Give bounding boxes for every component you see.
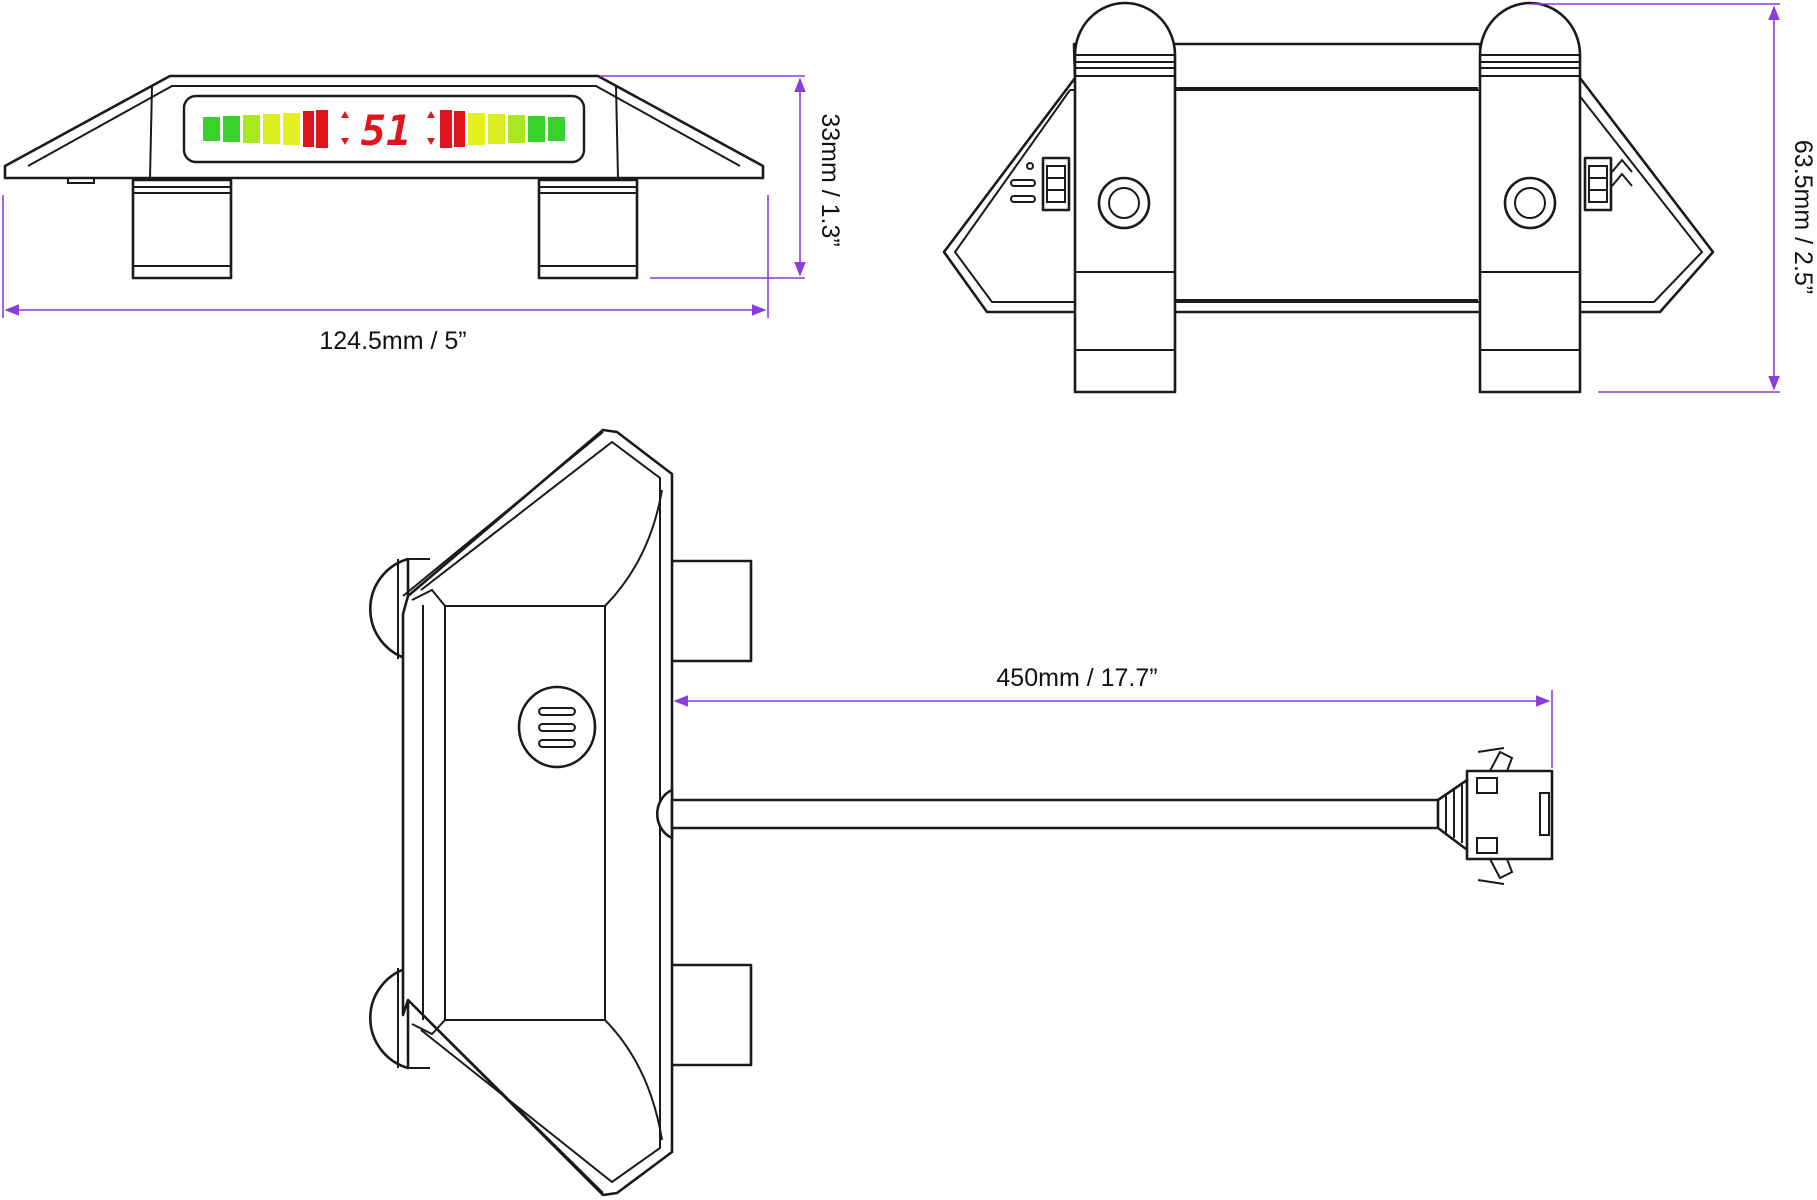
- led-segment: [243, 115, 260, 143]
- cable-label: 450mm / 17.7”: [996, 664, 1157, 692]
- side-view: [369, 428, 1554, 1197]
- cable-connector: [1436, 747, 1554, 885]
- led-segment: [508, 115, 525, 143]
- right-direction-indicator: [427, 111, 435, 145]
- lower-rear-tab: [666, 963, 753, 1067]
- led-segment: [283, 113, 300, 145]
- led-segment: [440, 110, 452, 148]
- left-direction-indicator: [341, 111, 349, 145]
- led-segment: [316, 110, 328, 148]
- depth-label: 63.5mm / 2.5”: [1789, 140, 1817, 294]
- volume-switch: [1010, 156, 1071, 212]
- front-dimensions: 124.5mm / 5” 33mm / 1.3”: [2, 75, 844, 355]
- led-segment: [468, 113, 485, 145]
- right-mount-foot: [537, 178, 639, 280]
- mode-switch: [1583, 156, 1633, 212]
- cable: [670, 790, 1464, 838]
- led-segment: [454, 111, 465, 147]
- side-housing-outline: [401, 428, 674, 1197]
- front-view: 51: [3, 74, 765, 280]
- display-reading: 51: [361, 106, 412, 155]
- display-window: [182, 94, 586, 164]
- led-segment: [263, 114, 280, 144]
- right-button: [1503, 176, 1557, 230]
- led-bar-right: [440, 110, 565, 148]
- led-segment: [488, 114, 505, 144]
- height-label: 33mm / 1.3”: [816, 113, 844, 246]
- side-dimensions: 450mm / 17.7”: [673, 664, 1553, 768]
- width-label: 124.5mm / 5”: [319, 327, 466, 355]
- led-segment: [548, 117, 565, 141]
- left-mount-foot: [131, 178, 233, 280]
- led-segment: [223, 116, 240, 142]
- top-view: [942, 1, 1715, 394]
- upper-rear-tab: [666, 559, 753, 663]
- cable-grommet: [656, 788, 674, 840]
- led-segment: [303, 111, 314, 147]
- led-segment: [203, 117, 220, 141]
- speaker-grille: [517, 685, 597, 769]
- top-dimensions: 63.5mm / 2.5”: [1530, 3, 1817, 393]
- left-button: [1097, 176, 1151, 230]
- led-segment: [528, 116, 545, 142]
- led-bar-left: [203, 110, 328, 148]
